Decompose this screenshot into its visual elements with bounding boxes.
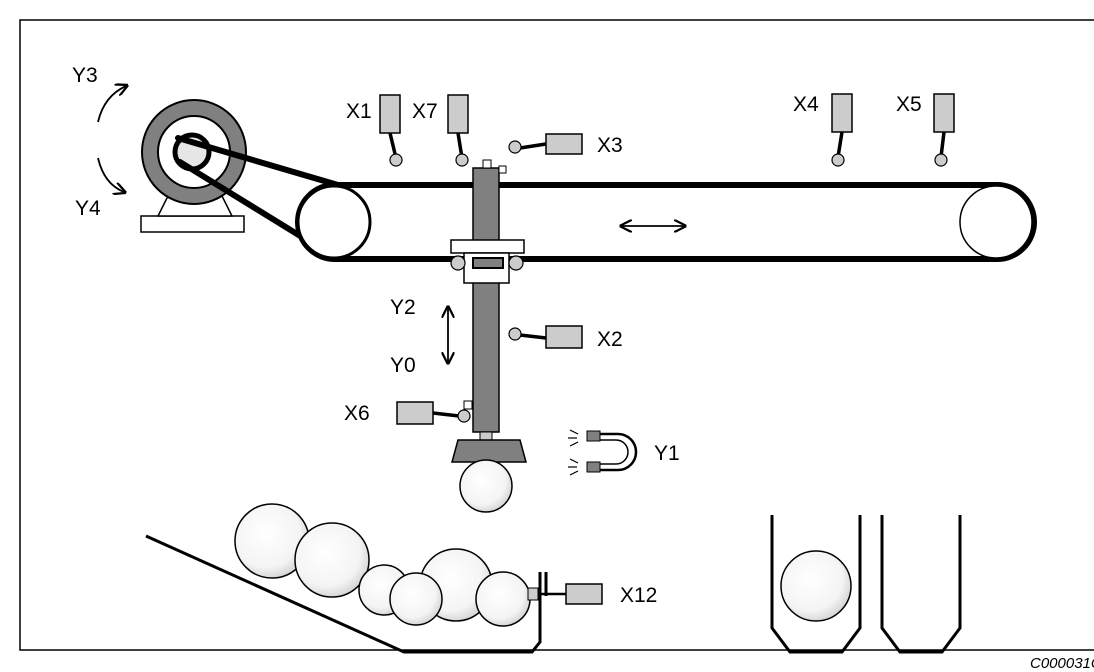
sensor-x1 [379,94,403,167]
sensor-x4 [831,93,853,167]
sensor-x2 [508,325,583,349]
label-y4: Y4 [75,197,101,220]
ball-ramp [145,534,548,654]
ball-on-magnet [459,459,513,513]
diagram-frame [19,19,1094,651]
ball-in-bin [780,550,852,622]
label-x12: X12 [620,584,657,607]
figure-code: C000031C [1030,655,1094,672]
label-x3: X3 [597,134,623,157]
label-x4: X4 [793,93,819,116]
label-x6: X6 [344,402,370,425]
motor [140,99,247,233]
bin-left [770,515,862,654]
rotate-arrow-y3-icon [97,86,126,123]
conveyor-left-roller [296,184,372,260]
sensor-x6 [396,400,473,425]
label-x7: X7 [412,100,438,123]
ball-group [234,503,531,627]
sensor-x3 [508,133,583,155]
label-y1: Y1 [654,442,680,465]
label-x5: X5 [896,93,922,116]
sensor-x5 [933,93,955,167]
conveyor-belt [295,182,1037,262]
rotate-arrow-y4-icon [97,157,124,192]
magnet-icon [568,429,638,476]
conveyor-right-roller [959,185,1033,259]
label-y0: Y0 [390,354,416,377]
sensor-x12 [527,583,603,605]
label-x2: X2 [597,328,623,351]
sensor-x7 [447,94,469,167]
label-y3: Y3 [72,64,98,87]
magnet-head [451,431,527,463]
label-y2: Y2 [390,296,416,319]
lift-carriage [450,239,525,284]
motor-base-plate [140,215,245,233]
label-x1: X1 [346,100,372,123]
bin-right [880,515,962,654]
